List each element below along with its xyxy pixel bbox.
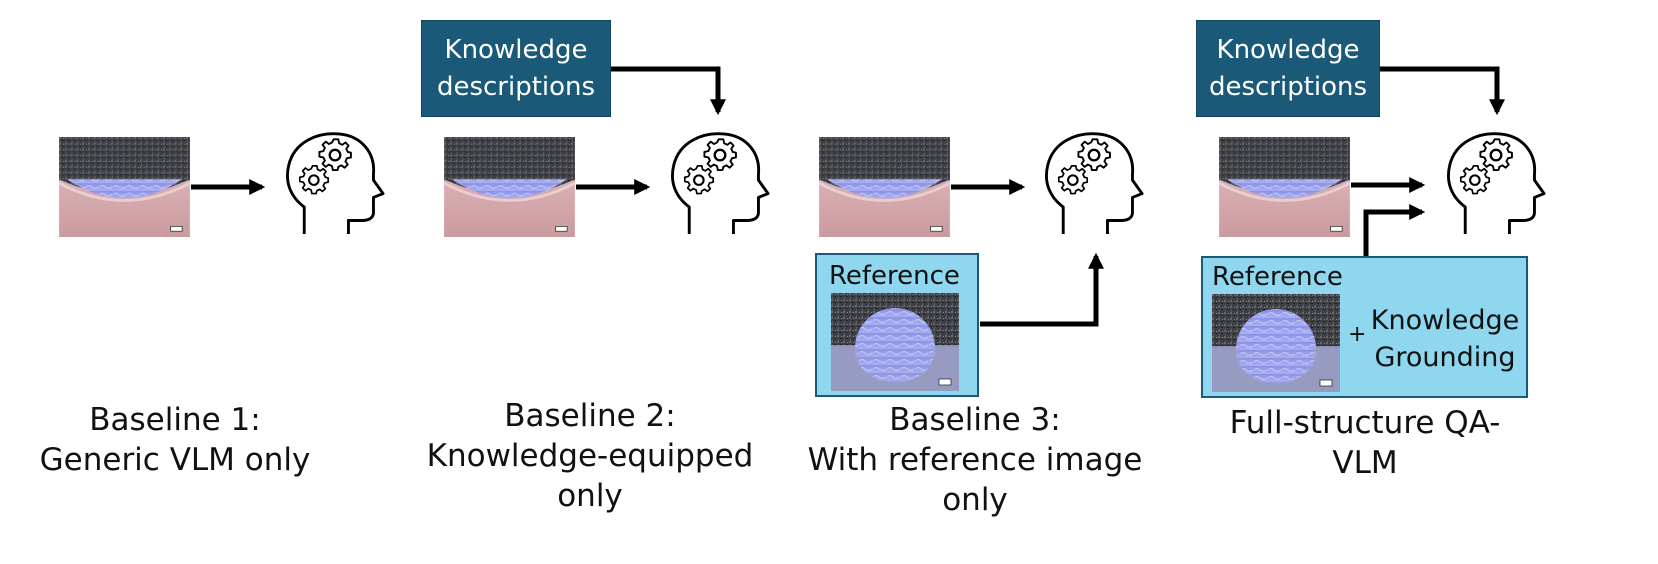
reference-label: Reference — [1212, 262, 1343, 292]
micrograph-image-4 — [1218, 137, 1351, 237]
caption-line-1: Baseline 2: — [504, 398, 676, 434]
knowledge-descriptions-box-2: Knowledge descriptions — [421, 20, 611, 117]
caption-full-structure: Full-structure QA- VLM — [1200, 403, 1530, 483]
knowledge-line-2: descriptions — [1208, 71, 1368, 102]
arrow-reference-to-brain-4 — [1363, 203, 1426, 256]
reference-grounding-box-4: Reference + Knowledge Grounding — [1201, 256, 1528, 398]
micrograph-image-1 — [58, 137, 191, 237]
reference-micrograph-image-4 — [1212, 294, 1340, 392]
reference-micrograph-image-3 — [831, 293, 959, 391]
brain-gears-icon-2 — [672, 134, 768, 234]
caption-line-2: VLM — [1332, 445, 1398, 481]
arrow-knowledge-to-brain-4 — [1380, 66, 1506, 116]
brain-gears-icon-4 — [1448, 134, 1544, 234]
brain-gears-icon-1 — [287, 134, 383, 234]
micrograph-image-3 — [818, 137, 951, 237]
caption-line-2: Generic VLM only — [39, 442, 311, 478]
knowledge-line-1: Knowledge — [444, 34, 588, 65]
caption-line-1: Baseline 1: — [89, 402, 261, 438]
caption-baseline-3: Baseline 3: With reference image only — [790, 400, 1160, 520]
caption-line-3: only — [557, 478, 623, 514]
knowledge-grounding-label: Knowledge Grounding — [1369, 302, 1521, 376]
caption-baseline-1: Baseline 1: Generic VLM only — [20, 400, 330, 480]
caption-line-1: Baseline 3: — [889, 402, 1061, 438]
plus-sign: + — [1348, 322, 1367, 347]
reference-box-3: Reference — [815, 253, 979, 397]
arrow-reference-to-brain-3 — [980, 252, 1105, 327]
micrograph-image-2 — [443, 137, 576, 237]
reference-label: Reference — [829, 261, 960, 291]
caption-baseline-2: Baseline 2: Knowledge-equipped only — [410, 396, 770, 516]
caption-line-2: Knowledge-equipped — [426, 438, 754, 474]
arrow-knowledge-to-brain-2 — [610, 66, 727, 116]
grounding-line-2: Grounding — [1374, 342, 1516, 373]
brain-gears-icon-3 — [1046, 134, 1142, 234]
caption-line-3: only — [942, 482, 1008, 518]
knowledge-line-2: descriptions — [436, 71, 596, 102]
knowledge-line-1: Knowledge — [1216, 34, 1360, 65]
knowledge-descriptions-box-4: Knowledge descriptions — [1196, 20, 1380, 117]
grounding-line-1: Knowledge — [1370, 305, 1520, 336]
caption-line-1: Full-structure QA- — [1229, 405, 1501, 441]
caption-line-2: With reference image — [807, 442, 1143, 478]
